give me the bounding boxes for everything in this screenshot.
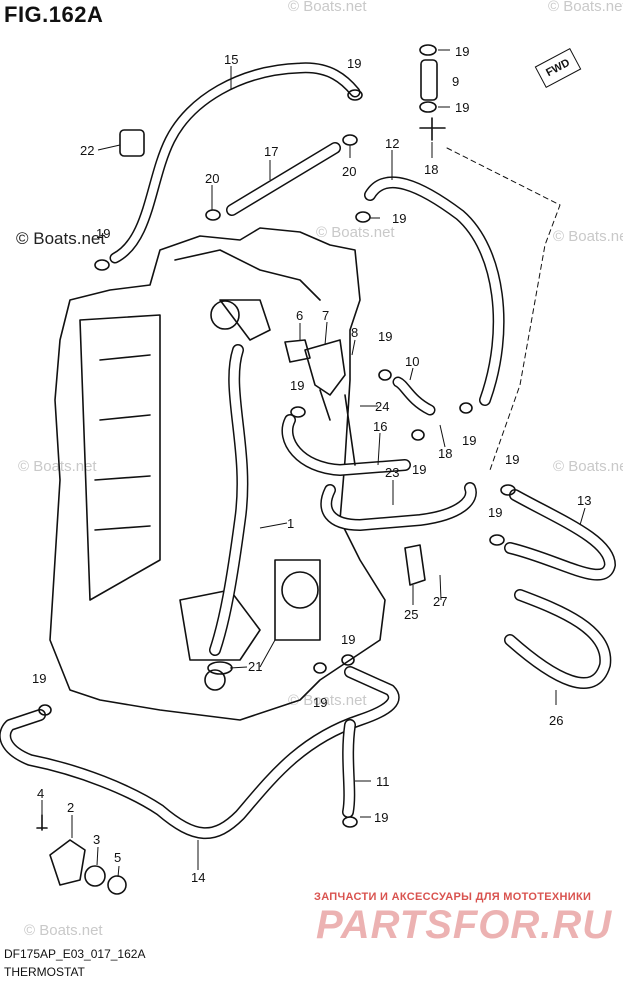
callout-11: 11: [376, 774, 390, 789]
callout-19: 19: [32, 671, 46, 686]
callout-7: 7: [322, 308, 329, 323]
bracket-25: [404, 544, 426, 586]
thermostat-cover-7: [304, 339, 346, 396]
watermark: © Boats.net: [548, 0, 623, 15]
o-ring-3: [84, 865, 106, 887]
watermark: © Boats.net: [553, 458, 623, 475]
callout-19: 19: [313, 695, 327, 710]
callout-19: 19: [341, 632, 355, 647]
figure-title: FIG.162A: [4, 2, 104, 27]
watermark: © Boats.net: [16, 229, 106, 248]
callout-10: 10: [405, 354, 419, 369]
grommet-22: [119, 129, 145, 157]
plug-5: [107, 875, 127, 895]
callout-22: 22: [80, 143, 94, 158]
callout-26: 26: [549, 713, 563, 728]
callout-19: 19: [378, 329, 392, 344]
callout-20: 20: [205, 171, 219, 186]
callout-5: 5: [114, 850, 121, 865]
callout-6: 6: [296, 308, 303, 323]
callout-19: 19: [290, 378, 304, 393]
callout-14: 14: [191, 870, 205, 885]
hose-9: [420, 59, 438, 101]
callout-19: 19: [505, 452, 519, 467]
watermark: © Boats.net: [316, 224, 395, 241]
shop-logo: PARTSFOR.RU: [316, 903, 613, 947]
callout-17: 17: [264, 144, 278, 159]
callout-19: 19: [374, 810, 388, 825]
cover-2: [49, 839, 86, 886]
diagram-code: DF175AP_E03_017_162A: [4, 947, 146, 961]
section-name: THERMOSTAT: [4, 965, 85, 979]
hose-12: [364, 176, 505, 406]
callout-23: 23: [385, 465, 399, 480]
callout-16: 16: [373, 419, 387, 434]
callout-24: 24: [375, 399, 389, 414]
watermark: © Boats.net: [288, 0, 367, 15]
callout-2: 2: [67, 800, 74, 815]
callout-19: 19: [96, 226, 110, 241]
callout-20: 20: [342, 164, 356, 179]
bolt-4: [36, 814, 48, 831]
callout-18: 18: [438, 446, 452, 461]
callout-9: 9: [452, 74, 459, 89]
callout-13: 13: [577, 493, 591, 508]
callout-25: 25: [404, 607, 418, 622]
watermark: © Boats.net: [553, 228, 623, 245]
callout-19: 19: [412, 462, 426, 477]
engine-block: [49, 227, 386, 721]
hose-clamps: [38, 44, 516, 828]
callout-12: 12: [385, 136, 399, 151]
callout-3: 3: [93, 832, 100, 847]
callout-19: 19: [455, 100, 469, 115]
callout-1: 1: [287, 516, 294, 531]
shop-tagline: ЗАПЧАСТИ И АКСЕССУАРЫ ДЛЯ МОТОТЕХНИКИ: [314, 891, 592, 903]
callout-8: 8: [351, 325, 358, 340]
thermostat-6: [284, 339, 311, 363]
callout-19: 19: [462, 433, 476, 448]
watermark: © Boats.net: [288, 692, 367, 709]
callout-18: 18: [424, 162, 438, 177]
watermark: © Boats.net: [18, 458, 97, 475]
callout-19: 19: [347, 56, 361, 71]
callout-27: 27: [433, 594, 447, 609]
watermark: © Boats.net: [24, 922, 103, 939]
callout-15: 15: [224, 52, 238, 67]
callout-19: 19: [392, 211, 406, 226]
callout-19: 19: [488, 505, 502, 520]
callout-4: 4: [37, 786, 44, 801]
callout-21: 21: [248, 659, 262, 674]
callout-19: 19: [455, 44, 469, 59]
hose-14: [0, 666, 400, 840]
